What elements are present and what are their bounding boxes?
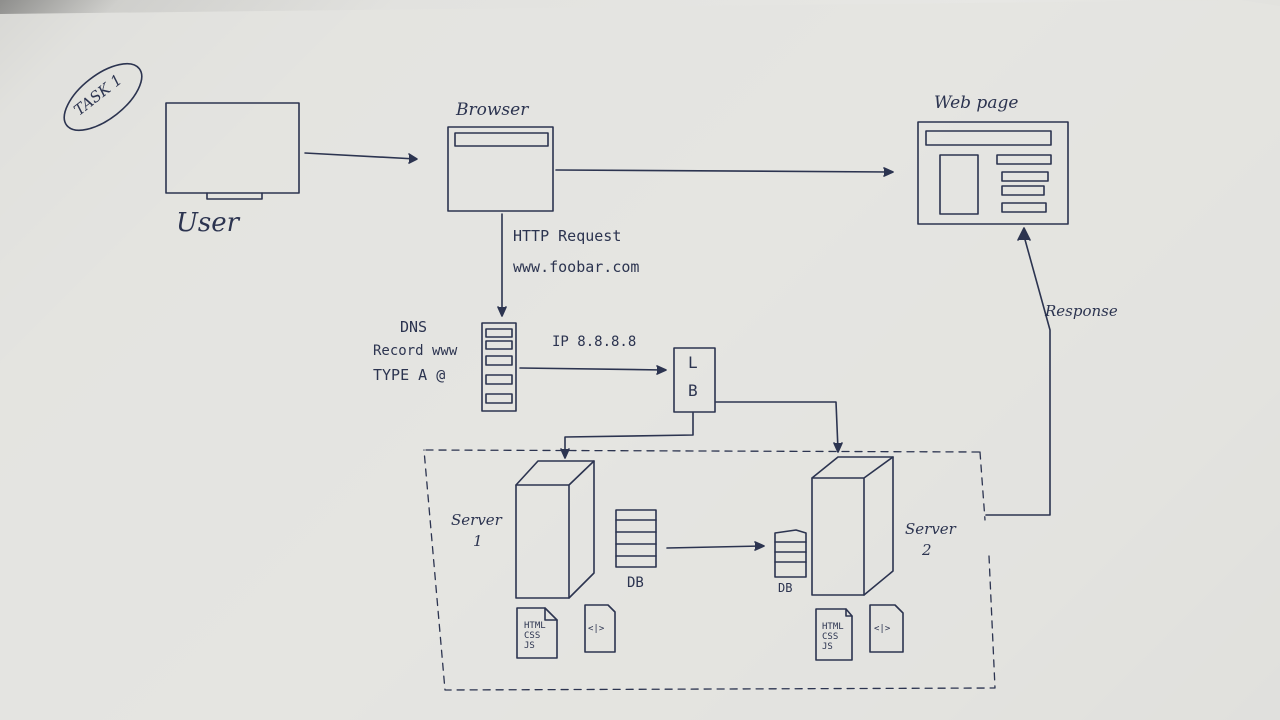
- server1-number: 1: [473, 532, 483, 550]
- db1-label: DB: [627, 575, 644, 591]
- dns-type-label: TYPE A @: [373, 366, 445, 384]
- ip-label: IP 8.8.8.8: [552, 334, 636, 350]
- server1-label: Server: [451, 511, 502, 529]
- dns-label: DNS: [400, 318, 427, 336]
- server2-label: Server: [905, 520, 956, 538]
- response-label: Response: [1045, 302, 1118, 320]
- file4-label: <|>: [874, 624, 890, 634]
- db2-label: DB: [778, 581, 792, 595]
- webpage-label: Web page: [934, 93, 1018, 113]
- browser-label: Browser: [456, 100, 528, 120]
- file2-label: <|>: [588, 624, 604, 634]
- url-label: www.foobar.com: [513, 258, 639, 276]
- file1-label: HTML CSS JS: [524, 621, 546, 651]
- user-label: User: [176, 208, 239, 238]
- lb-bottom-label: B: [688, 381, 698, 400]
- dns-record-label: Record www: [373, 343, 457, 359]
- http-request-label: HTTP Request: [513, 227, 621, 245]
- server2-number: 2: [922, 541, 932, 559]
- lb-top-label: L: [688, 353, 698, 372]
- file3-label: HTML CSS JS: [822, 622, 844, 652]
